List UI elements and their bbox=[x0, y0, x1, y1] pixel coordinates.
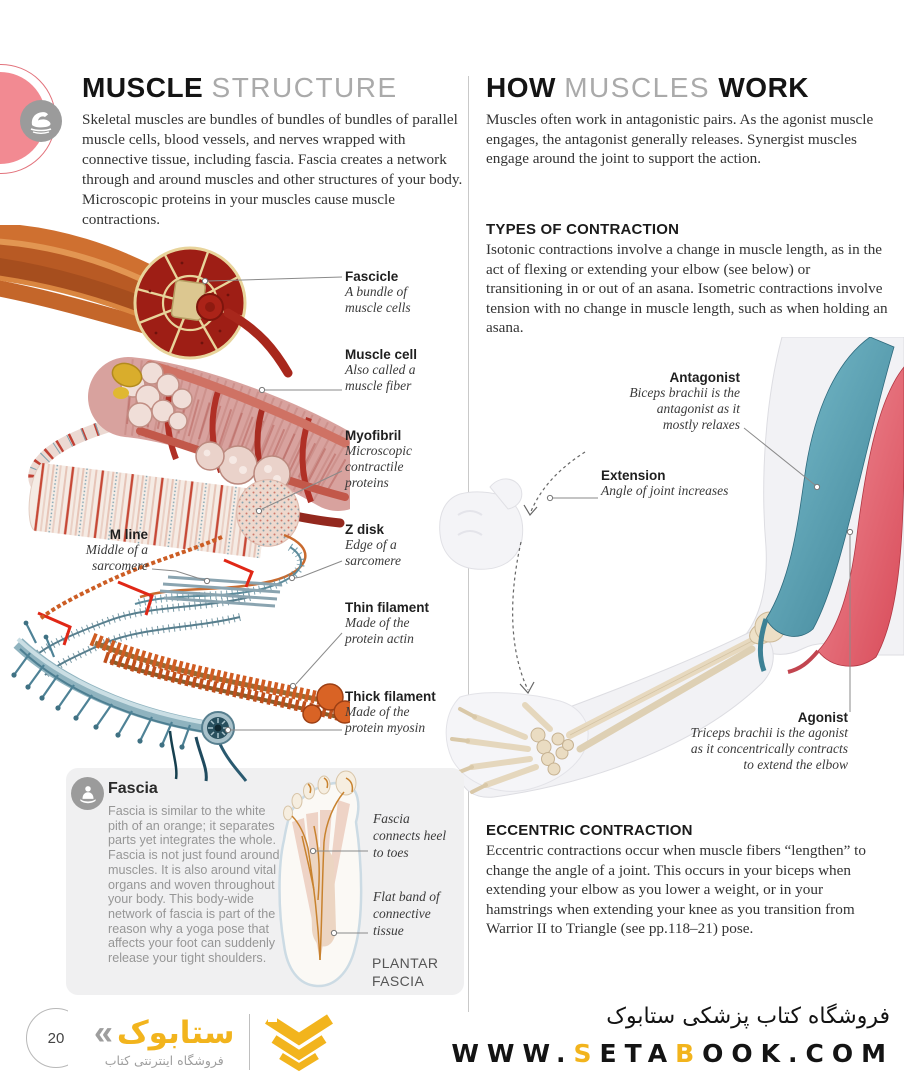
label-flat-band: Flat band of connective tissue bbox=[373, 889, 440, 938]
page-title-left: MUSCLE STRUCTURE bbox=[82, 72, 398, 104]
label-myofibril: Myofibril Microscopic contractile protei… bbox=[345, 428, 412, 490]
logo-emblem-icon bbox=[262, 1011, 336, 1073]
ghost-hand-art bbox=[445, 692, 589, 792]
label-agonist: Agonist Triceps brachii is the agonist a… bbox=[690, 710, 848, 772]
ghost-upper-arm-art bbox=[743, 337, 904, 656]
triceps-tendon-art bbox=[787, 649, 820, 674]
watermark-persian-title: فروشگاه کتاب پزشکی ستابوک bbox=[606, 1004, 890, 1029]
muscle-bundle-art bbox=[0, 225, 185, 335]
title-word-bold: WORK bbox=[718, 72, 810, 103]
setabook-logo: « ستابوک فروشگاه اینترنتی کتاب bbox=[68, 1004, 384, 1080]
logo-chevrons-icon: « bbox=[94, 1014, 113, 1052]
logo-brand-block: « ستابوک فروشگاه اینترنتی کتاب bbox=[94, 1016, 235, 1068]
label-thick-filament: Thick filament Made of the protein myosi… bbox=[345, 689, 436, 735]
page-title-right: HOW MUSCLES WORK bbox=[486, 72, 809, 104]
left-intro-paragraph: Skeletal muscles are bundles of bundles … bbox=[82, 111, 463, 228]
myofibril-endcap-art bbox=[236, 479, 300, 547]
biceps-tendon-art bbox=[757, 618, 769, 672]
logo-divider-bar bbox=[248, 1014, 250, 1070]
plantar-fascia-foot-art bbox=[262, 770, 374, 992]
types-of-contraction-body: Isotonic contractions involve a change i… bbox=[486, 241, 888, 336]
triceps-muscle-art bbox=[817, 366, 904, 667]
eccentric-contraction-heading: ECCENTRIC CONTRACTION bbox=[486, 822, 693, 839]
title-word-bold: MUSCLE bbox=[82, 72, 204, 103]
title-word-light: STRUCTURE bbox=[211, 72, 398, 103]
biceps-muscle-art bbox=[765, 337, 895, 637]
types-of-contraction-heading: TYPES OF CONTRACTION bbox=[486, 221, 680, 238]
title-word-bold: HOW bbox=[486, 72, 556, 103]
label-fascicle: Fascicle A bundle of muscle cells bbox=[345, 269, 411, 315]
logo-tagline: فروشگاه اینترنتی کتاب bbox=[104, 1053, 224, 1068]
filament-assembly-art bbox=[11, 620, 350, 782]
fascicle-cross-section-art bbox=[133, 246, 293, 378]
label-m-line: M line Middle of a sarcomere bbox=[85, 527, 148, 573]
bicep-icon bbox=[20, 100, 62, 142]
label-extension: Extension Angle of joint increases bbox=[601, 468, 729, 498]
muscle-cell-bundle-art bbox=[88, 357, 350, 528]
label-z-disk: Z disk Edge of a sarcomere bbox=[345, 522, 401, 568]
chapter-marker bbox=[0, 60, 98, 180]
muscle-structure-illustration bbox=[0, 225, 350, 785]
plantar-fascia-caption: PLANTAR FASCIA bbox=[372, 955, 439, 989]
fascia-box-body: Fascia is similar to the white pith of a… bbox=[108, 804, 280, 966]
fiber-strand-art bbox=[28, 408, 157, 490]
fascia-box-title: Fascia bbox=[108, 780, 158, 797]
skeleton-hand-art bbox=[450, 702, 574, 794]
label-thin-filament: Thin filament Made of the protein actin bbox=[345, 600, 429, 646]
fascia-info-box: Fascia Fascia is similar to the white pi… bbox=[66, 768, 464, 995]
watermark-url: WWW.SETABOOK.COM bbox=[451, 1039, 894, 1068]
right-intro-paragraph: Muscles often work in antagonistic pairs… bbox=[486, 111, 874, 167]
label-fascia-heel: Fascia connects heel to toes bbox=[373, 811, 447, 860]
elbow-joint-art bbox=[754, 611, 786, 643]
label-muscle-cell: Muscle cell Also called a muscle fiber bbox=[345, 347, 418, 393]
logo-brand-text: ستابوک bbox=[116, 1015, 235, 1051]
title-word-light: MUSCLES bbox=[564, 72, 711, 103]
label-antagonist: Antagonist Biceps brachii is the antagon… bbox=[629, 370, 740, 432]
eccentric-contraction-body: Eccentric contractions occur when muscle… bbox=[486, 842, 866, 937]
lotus-icon bbox=[71, 777, 104, 810]
ghost-fist-art bbox=[439, 478, 524, 570]
